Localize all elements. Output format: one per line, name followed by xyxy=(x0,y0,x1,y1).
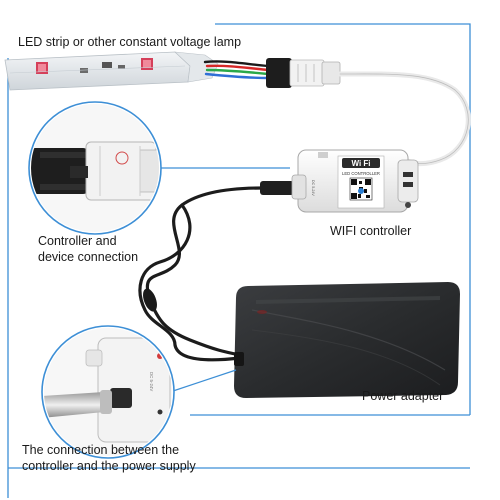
label-power-connection: The connection between the controller an… xyxy=(22,442,196,474)
power-cable xyxy=(138,186,264,357)
svg-text:DC 5-24V: DC 5-24V xyxy=(311,180,315,196)
power-adapter-device xyxy=(234,282,460,398)
frame-top-right-line xyxy=(215,23,471,415)
controller-caption: LED CONTROLLER xyxy=(342,171,380,176)
label-controller-device-line2: device connection xyxy=(38,250,139,264)
dc-plug xyxy=(260,181,294,195)
label-power-adapter: Power adapter xyxy=(362,389,444,403)
label-controller-device-line1: Controller and xyxy=(38,234,117,248)
led-strip xyxy=(4,51,219,91)
qr-code xyxy=(349,177,373,201)
callout-power-connection: DC 5-24V xyxy=(41,325,237,459)
rgb-wires xyxy=(203,60,270,80)
label-wifi-controller: WIFI controller xyxy=(330,224,412,238)
wifi-badge: Wi Fi xyxy=(351,159,370,168)
label-power-connection-line1: The connection between the xyxy=(22,443,180,457)
wifi-controller-device: Wi Fi LED CONTROLLER DC 5-24V xyxy=(291,149,419,213)
rgb-connector xyxy=(266,58,341,88)
label-controller-device: Controller and device connection xyxy=(38,233,138,265)
frame-lines xyxy=(7,23,471,498)
label-led-strip: LED strip or other constant voltage lamp xyxy=(18,35,242,49)
svg-text:DC 5-24V: DC 5-24V xyxy=(149,372,154,391)
callout-device-connection xyxy=(28,101,290,235)
label-power-connection-line2: controller and the power supply xyxy=(22,459,196,473)
ferrite-bead xyxy=(143,288,157,312)
